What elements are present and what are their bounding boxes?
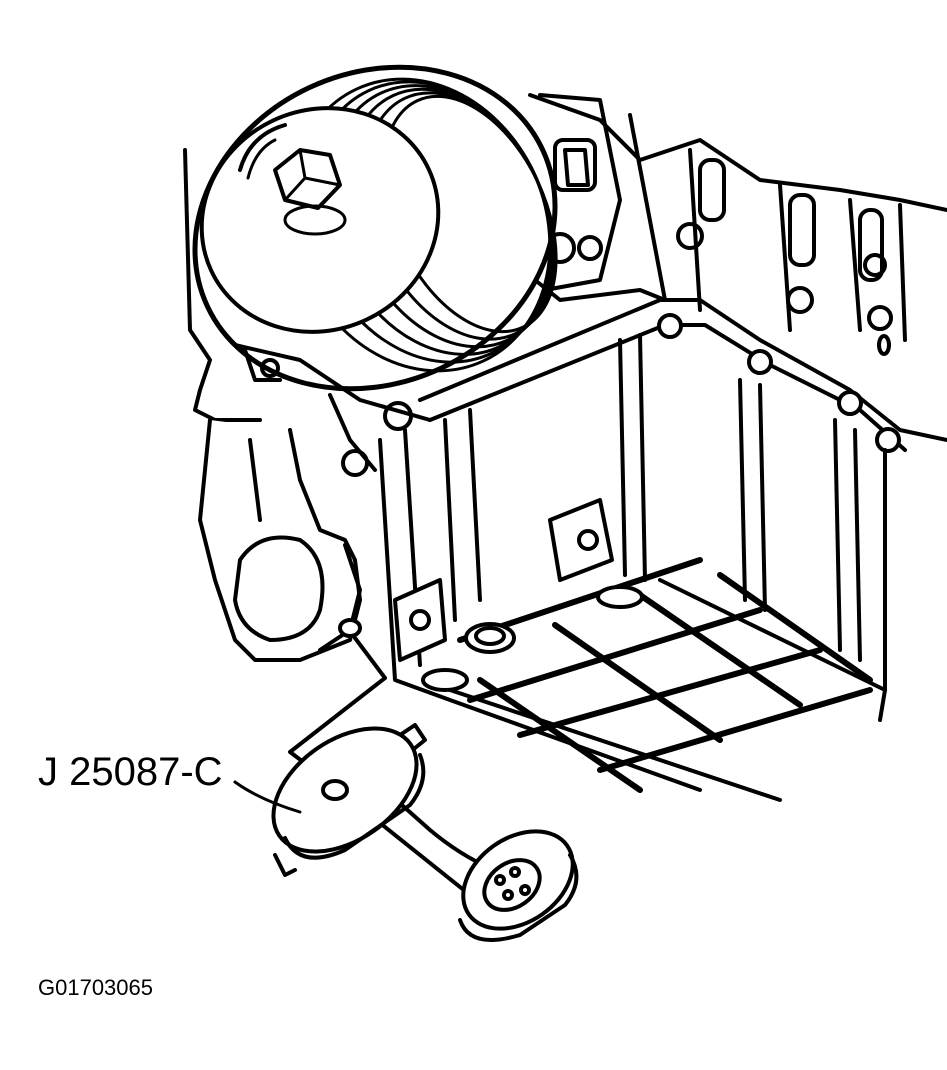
figure-id: G01703065	[38, 975, 153, 1000]
crankshaft-pulley-icon	[192, 64, 558, 392]
timing-cover	[508, 93, 667, 302]
oil-filter-adapter	[198, 418, 362, 662]
oil-pan-icon	[378, 298, 947, 802]
oil-pump-pickup-icon	[233, 636, 579, 942]
front-housing	[183, 148, 432, 477]
tool-callout-label: J 25087-C	[38, 750, 223, 794]
engine-block	[528, 93, 947, 356]
